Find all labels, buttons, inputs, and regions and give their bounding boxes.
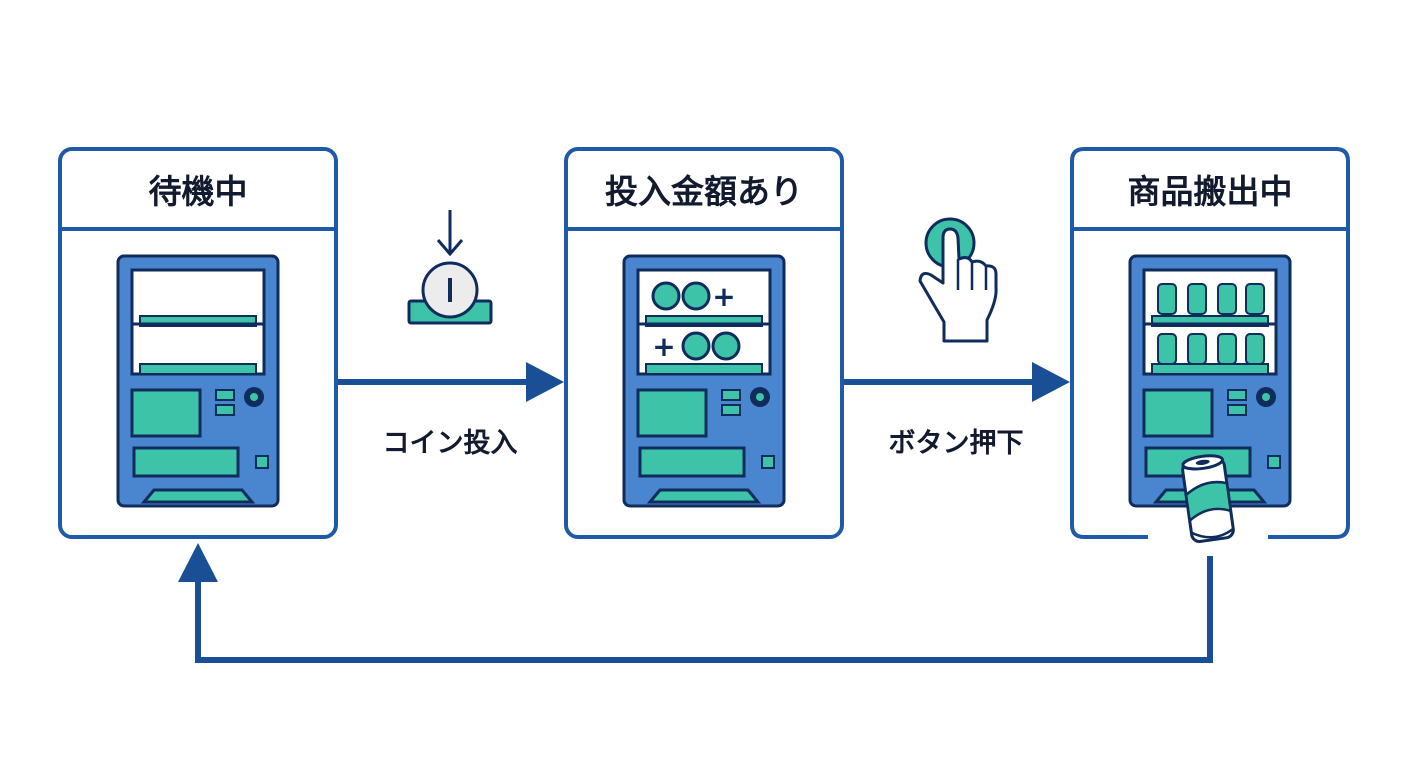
vending-machine-empty-icon [116, 254, 280, 508]
transition-label: コイン投入 [383, 428, 518, 459]
state-idle: 待機中 [58, 147, 338, 539]
vending-machine-stocked-icon [1128, 254, 1292, 508]
dispensed-can-icon [1181, 454, 1235, 543]
state-title: 投入金額あり [605, 172, 803, 211]
state-dispensing: 商品搬出中 [1070, 147, 1350, 543]
transition-button-press: ボタン押下 [844, 217, 1070, 459]
can-icon [1157, 333, 1177, 365]
state-title: 待機中 [149, 172, 248, 211]
state-title: 商品搬出中 [1128, 172, 1293, 211]
coin-icon [711, 331, 741, 361]
press-button-icon [918, 217, 998, 343]
can-icon [1187, 283, 1207, 315]
can-icon [1245, 333, 1265, 365]
transition-return [178, 543, 1213, 663]
arrow-head-icon [526, 362, 564, 402]
can-icon [1217, 283, 1237, 315]
can-icon [1245, 283, 1265, 315]
can-icon [1187, 333, 1207, 365]
coin-insert-icon [407, 210, 493, 325]
coin-icon [681, 331, 711, 361]
vending-machine-credit-icon: + + [622, 254, 786, 508]
coin-icon [681, 281, 711, 311]
can-icon [1217, 333, 1237, 365]
credit-plus-sign: + [712, 280, 735, 313]
state-credit: 投入金額あり + + [564, 147, 844, 539]
credit-plus-sign: + [652, 330, 675, 363]
transition-arrow-line [195, 556, 1213, 663]
can-icon [1157, 283, 1177, 315]
transition-coin-insert: コイン投入 [338, 210, 564, 459]
coin-icon [651, 281, 681, 311]
arrow-head-icon [1032, 362, 1070, 402]
arrow-head-icon [178, 543, 218, 582]
transition-label: ボタン押下 [889, 428, 1024, 459]
